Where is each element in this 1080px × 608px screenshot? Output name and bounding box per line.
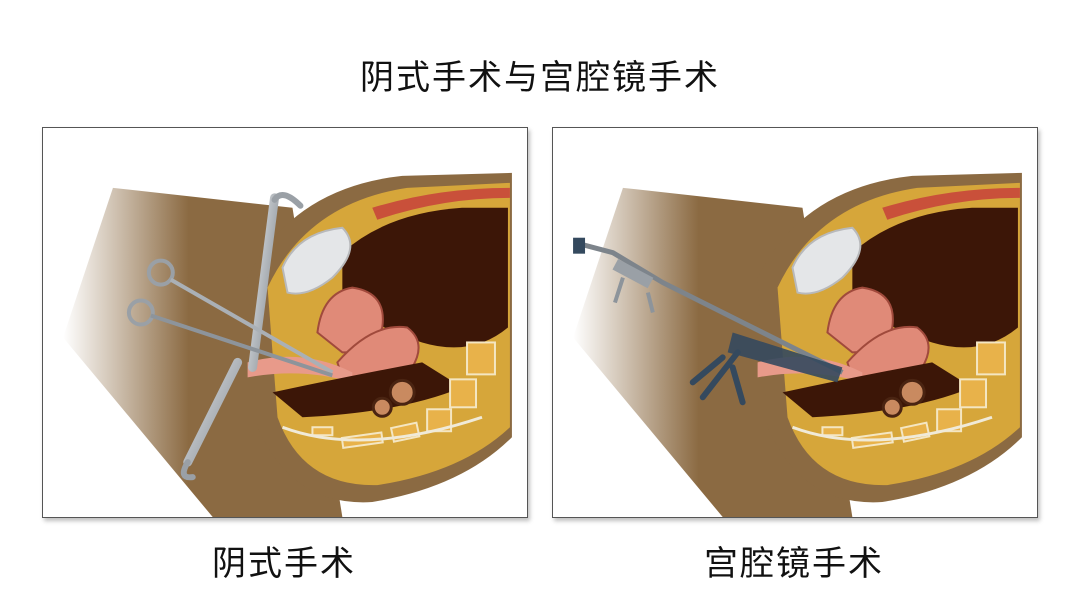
page-title: 阴式手术与宫腔镜手术: [360, 58, 720, 98]
retractor-top: [248, 192, 304, 372]
retractor-bottom: [180, 357, 243, 481]
speculum: [689, 332, 843, 406]
forceps: [126, 258, 334, 378]
hysteroscope: [573, 237, 844, 375]
caption-vaginal-surgery: 阴式手术: [212, 544, 356, 584]
vaginal-surgery-illustration: [42, 127, 528, 518]
vaginal-surgery-svg: [61, 171, 514, 517]
caption-hysteroscopy: 宫腔镜手术: [704, 544, 884, 584]
hysteroscopy-svg: [571, 171, 1024, 517]
pelvic-anatomy: [571, 171, 1024, 517]
hysteroscopy-illustration: [552, 127, 1038, 518]
